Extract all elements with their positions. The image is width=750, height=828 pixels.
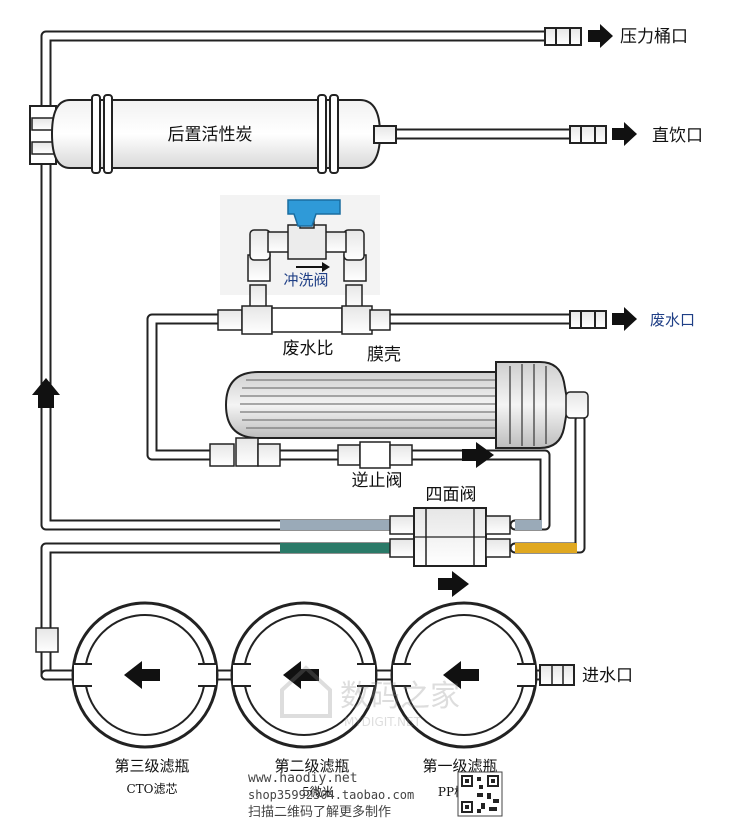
- arrow-right-icon: [588, 24, 613, 48]
- pipe-to-pressure-tank: [40, 30, 551, 531]
- teal-pipe-segment: [280, 543, 395, 553]
- waste-outlet-label: 废水口: [650, 311, 695, 329]
- water-inlet: 进水口: [539, 664, 633, 686]
- check-valve: 逆止阀: [337, 441, 494, 491]
- pressure-tank-outlet: 压力桶口: [544, 24, 688, 48]
- pipe-waste-loop: [146, 313, 576, 461]
- watermark: 数码之家 MYDIGIT.NET: [280, 665, 460, 729]
- four-way-valve: 四面阀: [389, 485, 511, 597]
- footer-shop: shop35992304.taobao.com: [248, 788, 414, 802]
- direct-drink-label: 直饮口: [652, 126, 703, 146]
- arrow-right-icon: [612, 307, 637, 331]
- watermark-text: 数码之家: [340, 679, 460, 714]
- four-way-valve-label: 四面阀: [426, 485, 477, 505]
- footer-scan: 扫描二维码了解更多制作: [248, 804, 391, 820]
- flow-arrow-icon: [296, 262, 330, 272]
- filter-bottles: 第三级滤瓶 CTO滤芯 第二级滤瓶 5微米 第一级滤瓶 PP棉: [71, 601, 538, 799]
- post-carbon-filter: 后置活性炭: [29, 94, 382, 174]
- arrow-left-icon: [283, 661, 319, 689]
- gray-pipe-segment: [280, 520, 395, 530]
- arrow-right-icon: [462, 442, 494, 468]
- stage2-sublabel: 5微米: [302, 785, 334, 799]
- waste-ratio-label: 废水比: [283, 339, 334, 359]
- stage1-bottle: 第一级滤瓶 PP棉: [390, 601, 538, 799]
- footer: www.haodiy.net shop35992304.taobao.com 扫…: [248, 771, 503, 820]
- water-inlet-label: 进水口: [582, 666, 633, 686]
- arrow-left-icon: [443, 661, 479, 689]
- stage3-bottle: 第三级滤瓶 CTO滤芯: [71, 601, 219, 796]
- check-valve-label: 逆止阀: [352, 471, 403, 491]
- waste-ratio: 废水比: [217, 305, 391, 359]
- membrane-ribs: [240, 379, 496, 429]
- direct-drink-outlet: 直饮口: [373, 122, 703, 146]
- stage3-label: 第三级滤瓶: [114, 757, 189, 775]
- stage2-label: 第二级滤瓶: [274, 757, 349, 775]
- qr-code-icon: [457, 771, 503, 817]
- valve-handle-icon: [287, 199, 341, 227]
- stage3-sublabel: CTO滤芯: [126, 782, 177, 796]
- arrow-right-icon: [612, 122, 637, 146]
- flush-valve-label: 冲洗阀: [283, 271, 328, 289]
- membrane-shell-label: 膜壳: [367, 345, 401, 365]
- yellow-pipe-segment: [515, 543, 577, 553]
- watermark-subtext: MYDIGIT.NET: [344, 715, 422, 729]
- arrow-right-icon: [438, 571, 469, 597]
- waste-outlet: 废水口: [569, 307, 695, 331]
- house-logo-icon: [280, 665, 332, 718]
- stage2-bottle: 第二级滤瓶 5微米: [230, 601, 378, 799]
- left-fitting: [35, 627, 59, 653]
- arrow-left-icon: [124, 661, 160, 689]
- post-carbon-label: 后置活性炭: [168, 125, 253, 145]
- pressure-tank-label: 压力桶口: [620, 27, 688, 47]
- arrow-up-icon: [32, 378, 60, 408]
- footer-url: www.haodiy.net: [248, 771, 358, 786]
- flush-valve: 冲洗阀: [220, 195, 380, 310]
- membrane-shell: 膜壳: [209, 345, 589, 467]
- gray-pipe-segment-right: [515, 520, 542, 530]
- stage1-label: 第一级滤瓶: [422, 757, 497, 775]
